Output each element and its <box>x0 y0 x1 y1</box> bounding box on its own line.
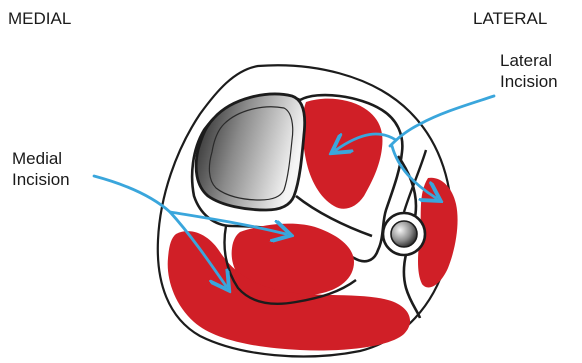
medial-incision-line <box>94 176 170 212</box>
lateral-side-label: LATERAL <box>473 8 547 29</box>
medial-side-label: MEDIAL <box>8 8 71 29</box>
medial-incision-label-line2: Incision <box>12 169 70 190</box>
lateral-incision-label-line1: Lateral <box>500 50 558 71</box>
lateral-incision-label: Lateral Incision <box>500 50 558 92</box>
fibula-bone <box>391 221 417 247</box>
medial-incision-label: Medial Incision <box>12 148 70 190</box>
medial-incision-label-line1: Medial <box>12 148 70 169</box>
lateral-incision-label-line2: Incision <box>500 71 558 92</box>
